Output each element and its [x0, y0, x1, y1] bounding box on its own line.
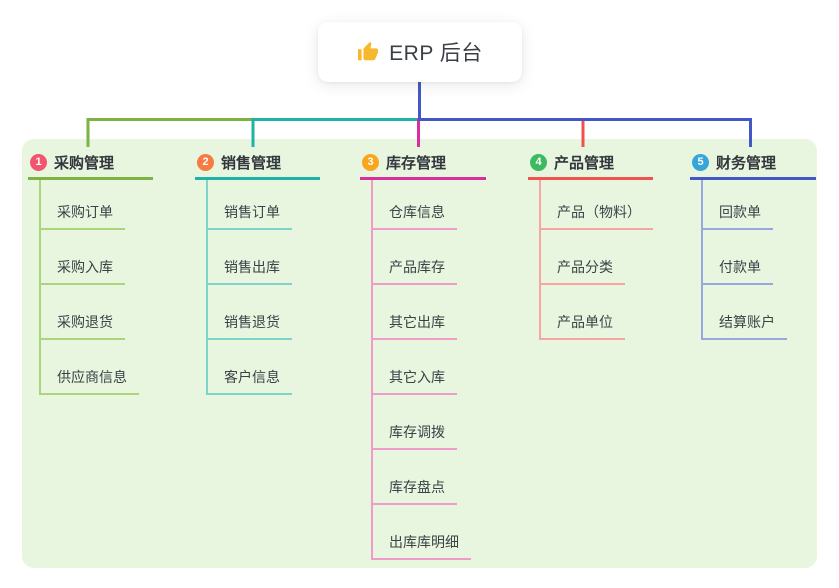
child-node[interactable]: 供应商信息	[39, 365, 139, 395]
branch-title-4[interactable]: 4 产品管理	[528, 148, 653, 180]
branch-number-badge: 2	[197, 154, 214, 171]
thumbs-up-icon	[357, 41, 379, 63]
branch-title-3[interactable]: 3 库存管理	[360, 148, 486, 180]
branch-number-badge: 1	[30, 154, 47, 171]
child-node[interactable]: 结算账户	[701, 310, 787, 340]
branch-trunk-line	[206, 180, 208, 395]
child-node[interactable]: 其它出库	[371, 310, 457, 340]
connector-line	[417, 118, 420, 147]
child-node[interactable]: 产品库存	[371, 255, 457, 285]
child-node[interactable]: 其它入库	[371, 365, 457, 395]
branch-trunk-line	[371, 180, 373, 560]
branch-number-badge: 5	[692, 154, 709, 171]
child-node[interactable]: 仓库信息	[371, 200, 457, 230]
child-node[interactable]: 销售出库	[206, 255, 292, 285]
branch-number-badge: 3	[362, 154, 379, 171]
branches-panel	[22, 139, 817, 568]
branch-trunk-line	[539, 180, 541, 340]
root-node[interactable]: ERP 后台	[318, 22, 522, 82]
branch-trunk-line	[39, 180, 41, 395]
branch-title-label: 采购管理	[54, 155, 115, 172]
branch-title-label: 财务管理	[716, 155, 777, 172]
branch-title-label: 库存管理	[386, 155, 447, 172]
branch-title-2[interactable]: 2 销售管理	[195, 148, 320, 180]
child-node[interactable]: 采购退货	[39, 310, 125, 340]
branch-title-1[interactable]: 1 采购管理	[28, 148, 153, 180]
branch-title-label: 产品管理	[554, 155, 615, 172]
child-node[interactable]: 付款单	[701, 255, 773, 285]
child-node[interactable]: 库存调拨	[371, 420, 457, 450]
child-node[interactable]: 客户信息	[206, 365, 292, 395]
branch-number-badge: 4	[530, 154, 547, 171]
branch-title-5[interactable]: 5 财务管理	[690, 148, 816, 180]
child-node[interactable]: 销售订单	[206, 200, 292, 230]
connector-line	[251, 118, 420, 147]
child-node[interactable]: 库存盘点	[371, 475, 457, 505]
child-node[interactable]: 出库库明细	[371, 530, 471, 560]
connector-line	[419, 118, 585, 147]
child-node[interactable]: 销售退货	[206, 310, 292, 340]
child-node[interactable]: 回款单	[701, 200, 773, 230]
child-node[interactable]: 采购入库	[39, 255, 125, 285]
root-title: ERP 后台	[389, 42, 483, 65]
child-node[interactable]: 采购订单	[39, 200, 125, 230]
child-node[interactable]: 产品单位	[539, 310, 625, 340]
child-node[interactable]: 产品（物料）	[539, 200, 653, 230]
connector-line	[419, 118, 752, 147]
child-node[interactable]: 产品分类	[539, 255, 625, 285]
branch-trunk-line	[701, 180, 703, 340]
branch-title-label: 销售管理	[221, 155, 282, 172]
